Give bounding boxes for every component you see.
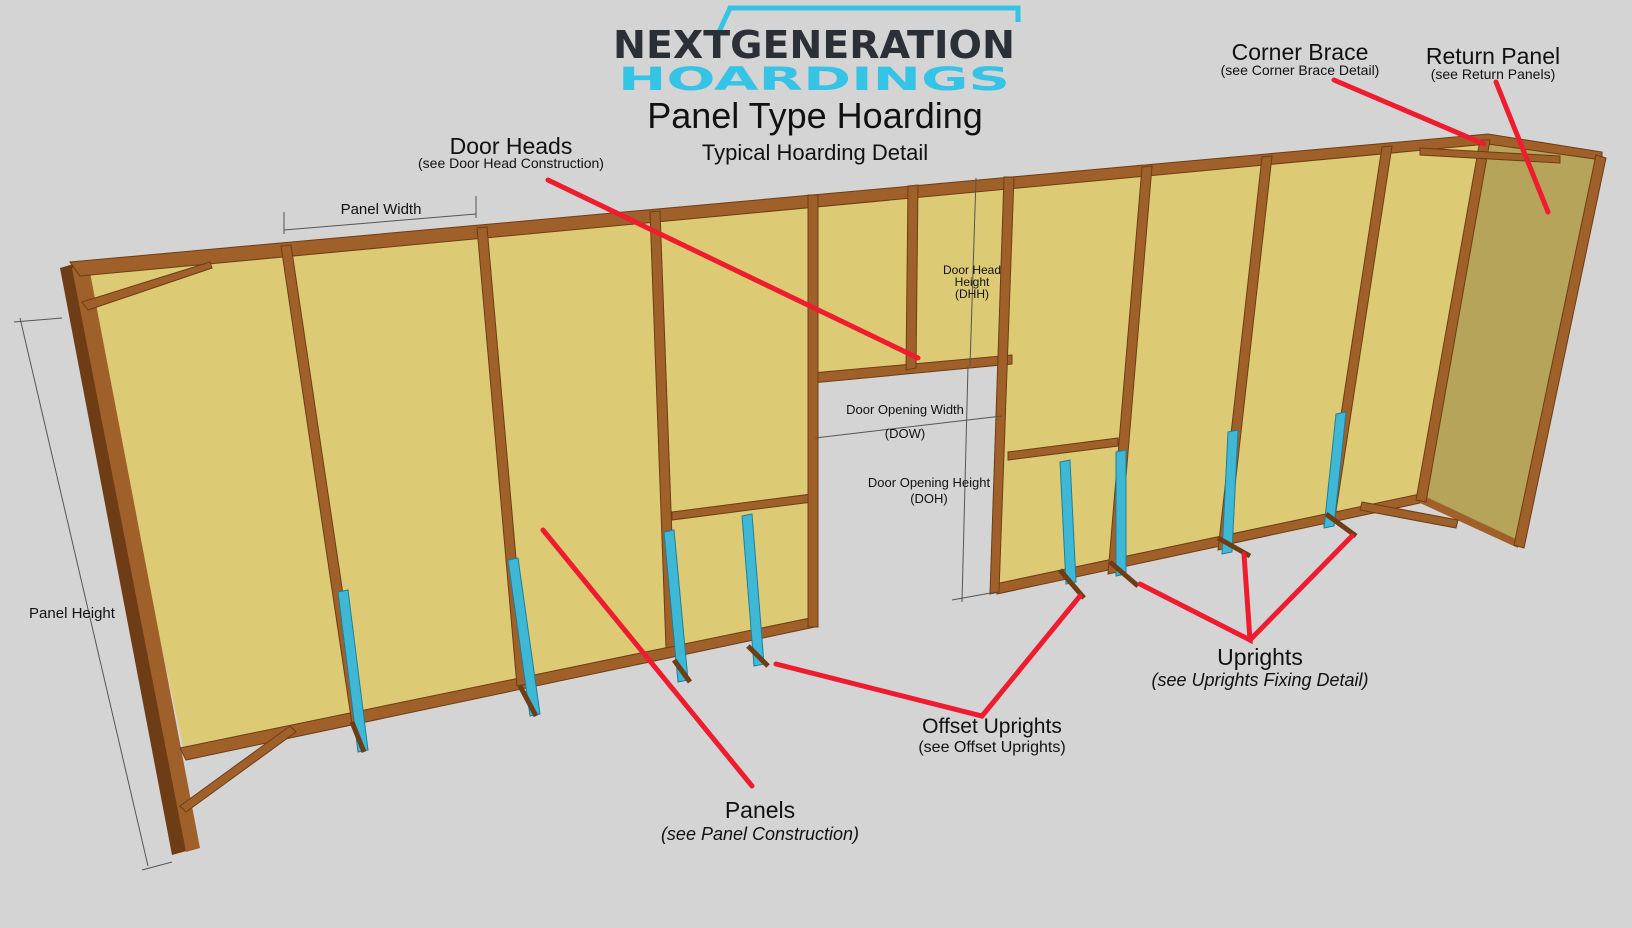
- upright-group-right: [1059, 411, 1347, 585]
- logo-line1: NEXTGENERATION: [613, 23, 1015, 67]
- upright-foot: [349, 721, 367, 753]
- return-panel-label: Return Panel: [1426, 43, 1560, 69]
- door-opening-width-label: (DOW): [885, 426, 925, 441]
- door-opening-height-label: Door Opening Height: [868, 475, 991, 490]
- logo-line2: HOARDINGS: [618, 60, 1010, 98]
- return-panel: [1420, 140, 1602, 545]
- door-head-post: [905, 184, 919, 371]
- panels-note: (see Panel Construction): [661, 824, 859, 844]
- upright-foot: [1108, 560, 1140, 588]
- panel-height-tick: [13, 317, 63, 323]
- panel-height-dim-line: [19, 317, 149, 867]
- panel-left-section: [80, 195, 812, 755]
- corner-brace-note: (see Corner Brace Detail): [1221, 62, 1380, 78]
- door-head-height-dim-line: [969, 177, 977, 367]
- door-heads-label: Door Heads: [450, 133, 573, 159]
- bottom-rail-return: [1420, 494, 1518, 548]
- upright-foot: [1324, 511, 1358, 539]
- upright-foot: [1058, 568, 1086, 600]
- panel-height-tick: [141, 861, 173, 871]
- upright-steel: [1059, 459, 1077, 585]
- leader-uprights: [1137, 551, 1253, 645]
- door-head-height-label: Door Head: [943, 263, 1001, 277]
- upright-steel: [337, 589, 369, 753]
- upright-foot: [517, 684, 539, 718]
- door-jamb-right: [989, 176, 1015, 595]
- panel-height-label: Panel Height: [29, 605, 116, 622]
- company-logo: NEXTGENERATION HOARDINGS: [613, 5, 1021, 98]
- upright-steel: [1115, 449, 1127, 577]
- upright-steel: [1221, 429, 1239, 555]
- upright-steel: [507, 557, 541, 717]
- corner-brace-bottom-left: [179, 725, 297, 813]
- panels-label: Panels: [725, 797, 795, 823]
- door-opening-height-tick: [951, 591, 997, 601]
- leader-panels: [540, 527, 755, 789]
- panel-width-dim-line: [283, 213, 477, 231]
- door-heads-note: (see Door Head Construction): [418, 155, 604, 171]
- return-panel-note: (see Return Panels): [1431, 66, 1556, 82]
- panel-width-label: Panel Width: [341, 201, 422, 218]
- door-opening-width-label: Door Opening Width: [846, 402, 964, 417]
- corner-brace-bottom-right: [1359, 501, 1459, 529]
- door-head-height-label: (DHH): [955, 287, 989, 301]
- upright-steel: [1323, 411, 1347, 529]
- leader-uprights-right: [1247, 533, 1355, 643]
- uprights-label: Uprights: [1217, 644, 1303, 670]
- hoarding-wall: [60, 133, 1607, 855]
- return-far-post: [1513, 154, 1607, 549]
- leader-lines: [540, 77, 1551, 789]
- logo-accent-frame: [715, 5, 1021, 36]
- leader-corner-brace: [1331, 77, 1487, 147]
- door-jamb-left: [807, 194, 819, 628]
- door-head-height-label: Height: [955, 275, 990, 289]
- door-opening-height-label: (DOH): [910, 491, 948, 506]
- end-post-left: [60, 262, 190, 855]
- stud: [1415, 139, 1491, 503]
- uprights-note: (see Uprights Fixing Detail): [1151, 670, 1368, 690]
- door-opening-width-dim-line: [814, 415, 1003, 439]
- upright-foot: [671, 658, 693, 684]
- upright-foot: [746, 644, 770, 668]
- mid-rail-right: [1007, 437, 1119, 461]
- diagram-title: Panel Type Hoarding: [647, 95, 983, 136]
- end-post-left-face: [72, 262, 200, 852]
- diagram-subtitle: Typical Hoarding Detail: [702, 140, 928, 165]
- corner-brace-top-left: [81, 261, 213, 311]
- upright-group-left: [337, 513, 765, 753]
- dimension-lines: [13, 177, 1003, 871]
- leader-door-heads: [545, 177, 921, 361]
- door-opening-height-dim-line: [961, 365, 969, 603]
- offset-uprights-label: Offset Uprights: [922, 715, 1062, 738]
- leader-return-panel: [1493, 79, 1551, 215]
- offset-uprights-note: (see Offset Uprights): [918, 739, 1065, 756]
- leader-offset-uprights: [773, 593, 1083, 719]
- corner-brace-label: Corner Brace: [1232, 39, 1369, 65]
